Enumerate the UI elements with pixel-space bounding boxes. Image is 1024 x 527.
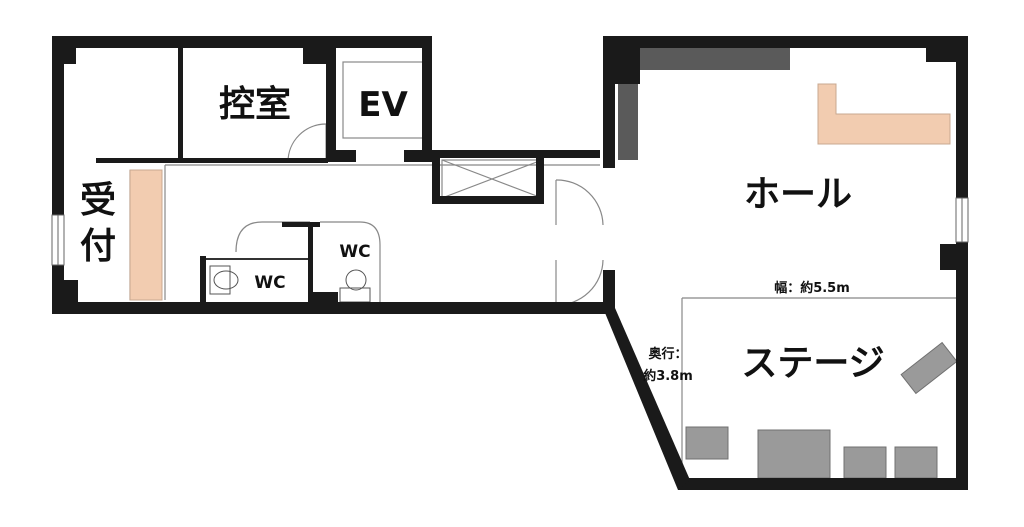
room-label-reception: 受 付 (80, 180, 116, 267)
room-label-stage: ステージ (741, 343, 884, 384)
toilet-left-bowl-icon (213, 270, 239, 290)
room-label-wc-left: WC (254, 273, 285, 293)
room-label-hall: ホール (744, 174, 852, 215)
toilet-right-bowl-icon (345, 269, 367, 291)
walls (52, 36, 968, 490)
speaker-left (685, 426, 729, 460)
speaker-right (900, 341, 958, 395)
toilet-left-icon (209, 265, 231, 295)
stage-depth-label-line2: 約3.8m (643, 368, 693, 384)
stage-width-label: 幅：約5.5m (774, 280, 850, 296)
windows (51, 197, 969, 266)
dimension-labels: 幅：約5.5m 奥行： 約3.8m (643, 280, 850, 384)
room-label-reception-char-1: 受 (80, 180, 116, 221)
hall-wall-fixture-left (618, 84, 638, 160)
stage-depth-label-line1: 奥行： (648, 346, 687, 362)
fixtures (129, 48, 951, 304)
equipment-box-main (757, 429, 831, 479)
room-label-elevator: EV (358, 85, 408, 125)
reception-counter (129, 169, 163, 301)
stage-equipment (685, 341, 958, 479)
room-label-wc-right: WC (339, 242, 370, 262)
thin-lines (129, 61, 962, 478)
bar-counter (817, 83, 951, 145)
room-label-waiting: 控室 (219, 84, 291, 125)
room-label-reception-char-2: 付 (80, 226, 116, 267)
equipment-box-small-2 (894, 446, 938, 479)
room-labels: 控室 EV ホール ステージ WC WC (219, 84, 885, 384)
equipment-box-small-1 (843, 446, 887, 479)
hall-wall-fixture-top (640, 48, 790, 70)
